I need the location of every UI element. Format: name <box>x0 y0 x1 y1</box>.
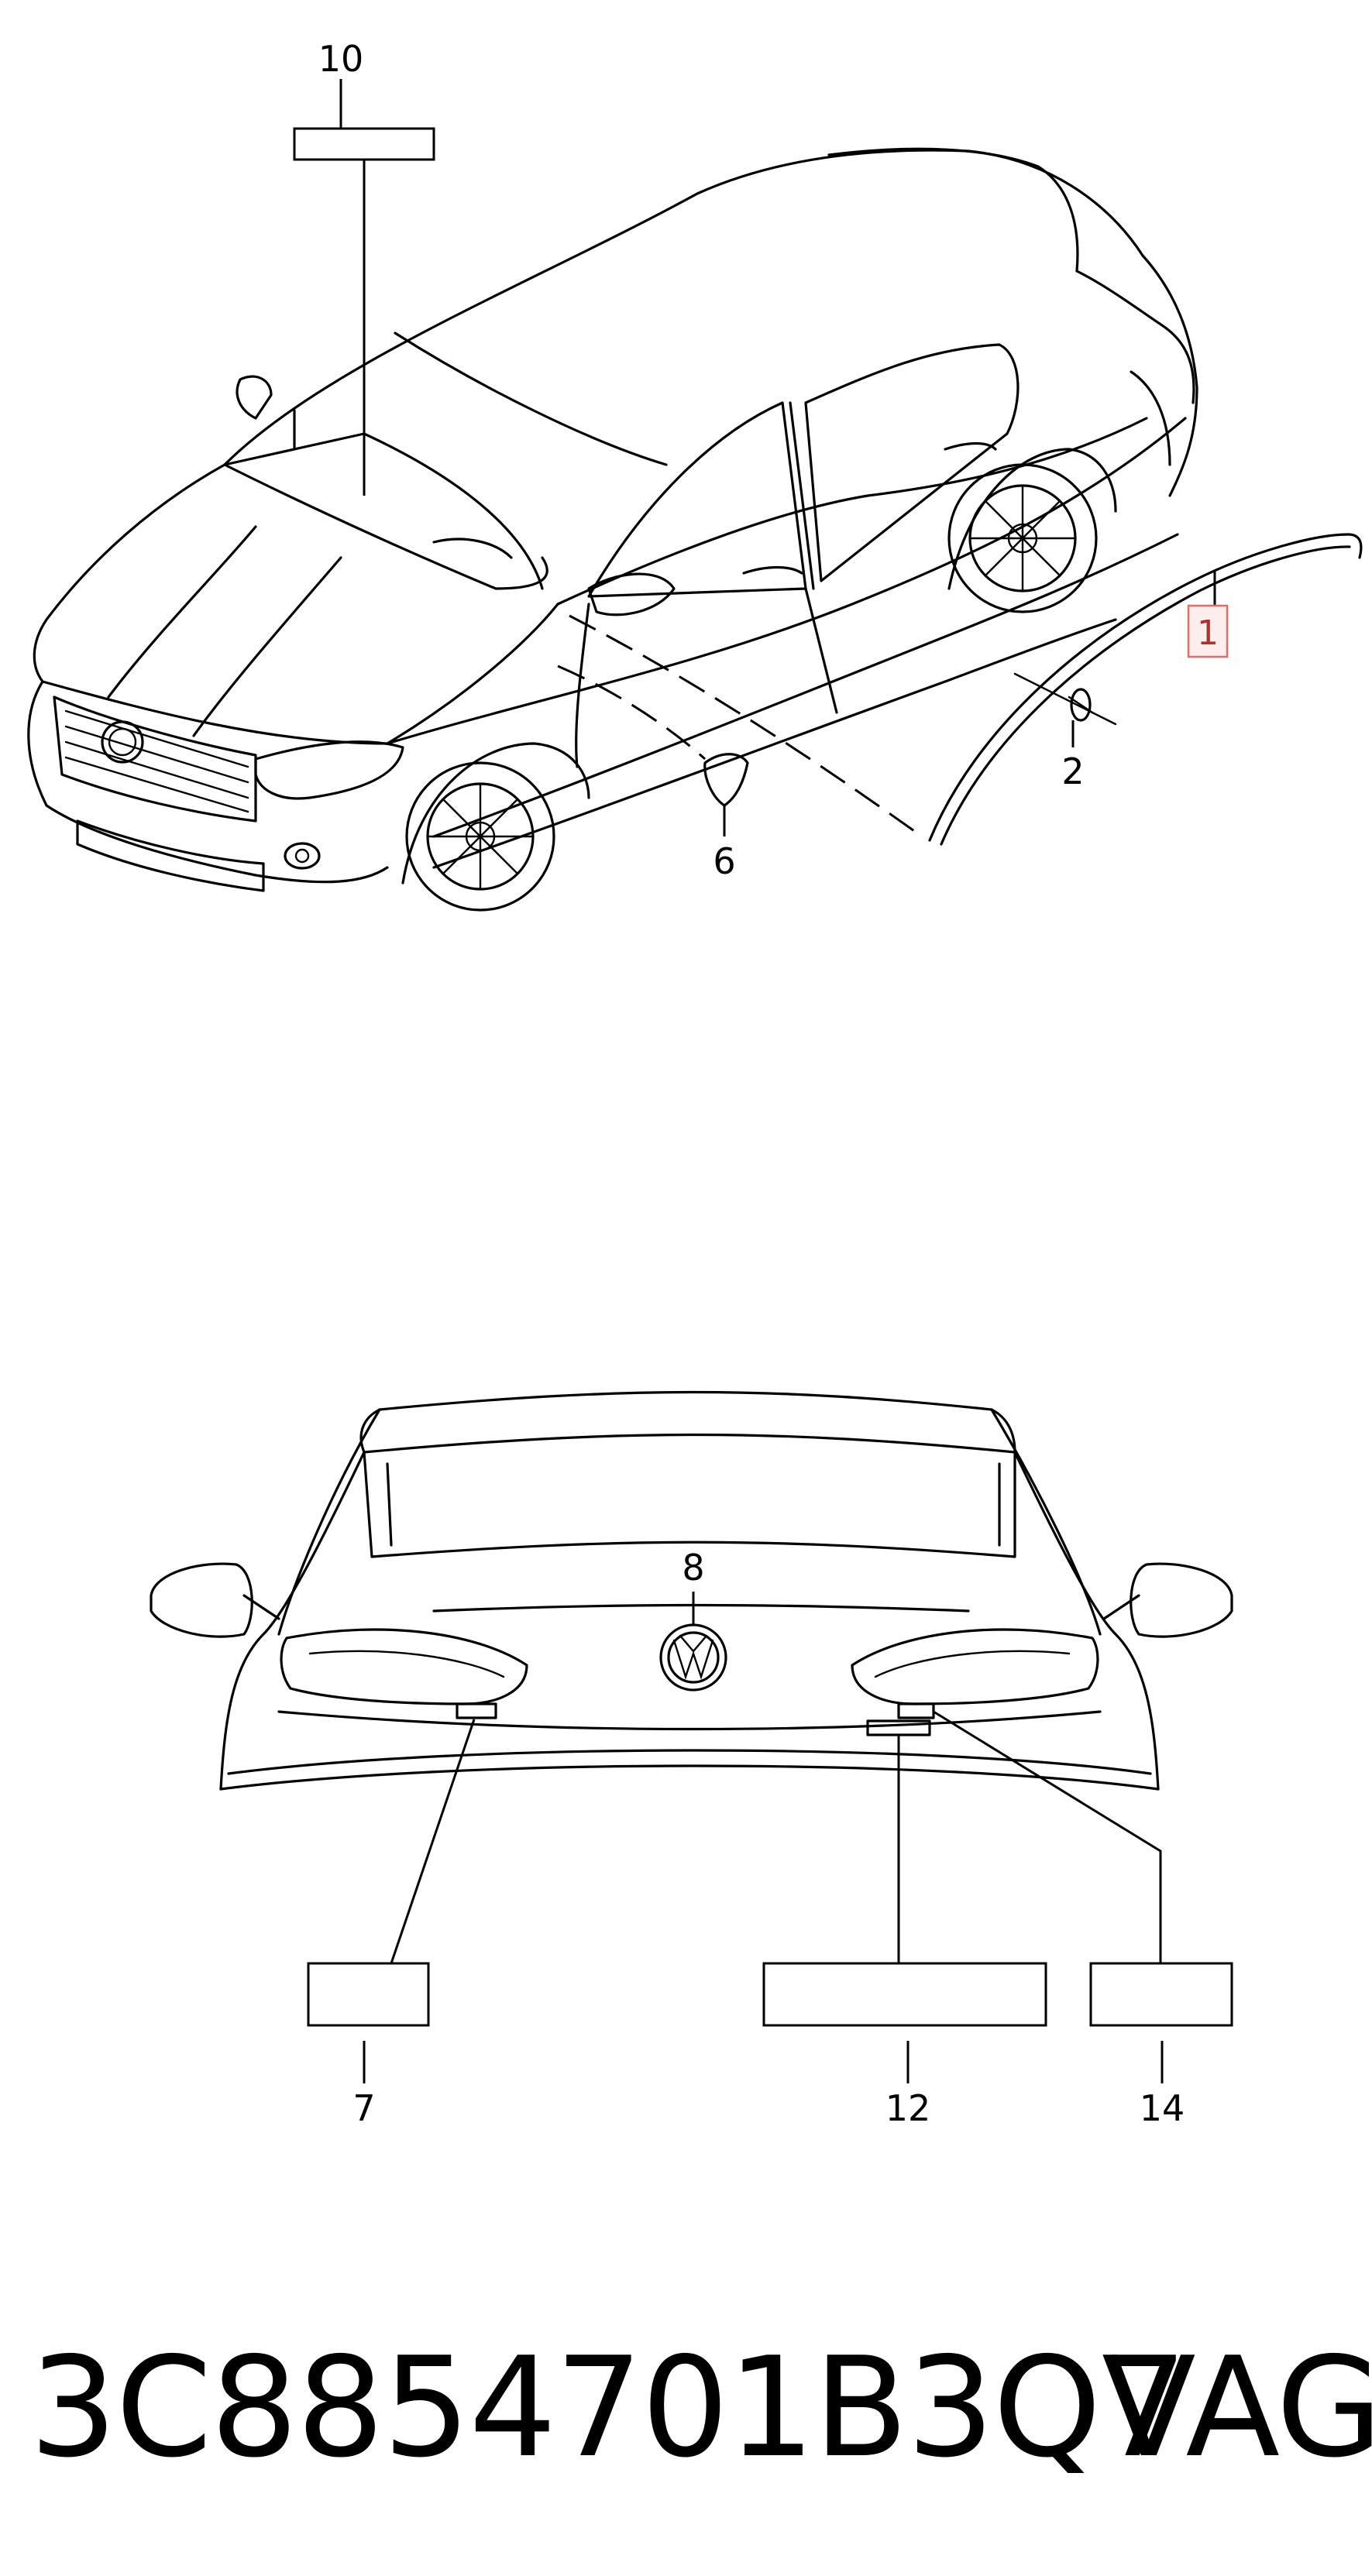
callout-label: 7 <box>352 2087 375 2129</box>
callout-6: 6 <box>713 805 736 882</box>
callout-14: 14 <box>933 1710 1233 2129</box>
callout-8: 8 <box>682 1547 705 1625</box>
label-box <box>307 1962 430 2027</box>
callout-label: 14 <box>1140 2087 1185 2129</box>
callout-label: 2 <box>1061 750 1084 792</box>
car-front-view <box>27 147 1198 912</box>
clip-part <box>1013 672 1117 726</box>
callout-label: 10 <box>318 38 364 80</box>
car-rear-view <box>150 1390 1233 1791</box>
callout-label: 12 <box>885 2087 931 2129</box>
emblem-shape-part <box>703 753 749 807</box>
label-box <box>293 127 435 161</box>
highlight-box <box>1187 604 1229 658</box>
callout-label: 1 <box>1197 613 1219 653</box>
roof-trim-strip-part <box>928 533 1363 846</box>
brand-label: VAG <box>1102 2327 1372 2488</box>
dashed-leader <box>557 665 707 761</box>
callout-7: 7 <box>307 1719 476 2129</box>
callout-12: 12 <box>762 1735 1047 2129</box>
callout-2: 2 <box>1061 720 1085 792</box>
callout-10: 10 <box>293 38 435 496</box>
callout-label: 8 <box>682 1547 704 1589</box>
part-number: 3C8854701B3Q7 <box>29 2327 1186 2488</box>
callout-1: 1 <box>1187 572 1229 658</box>
label-box <box>762 1962 1047 2027</box>
dashed-leader <box>569 614 923 838</box>
label-box <box>1089 1962 1233 2027</box>
callout-label: 6 <box>713 840 735 882</box>
